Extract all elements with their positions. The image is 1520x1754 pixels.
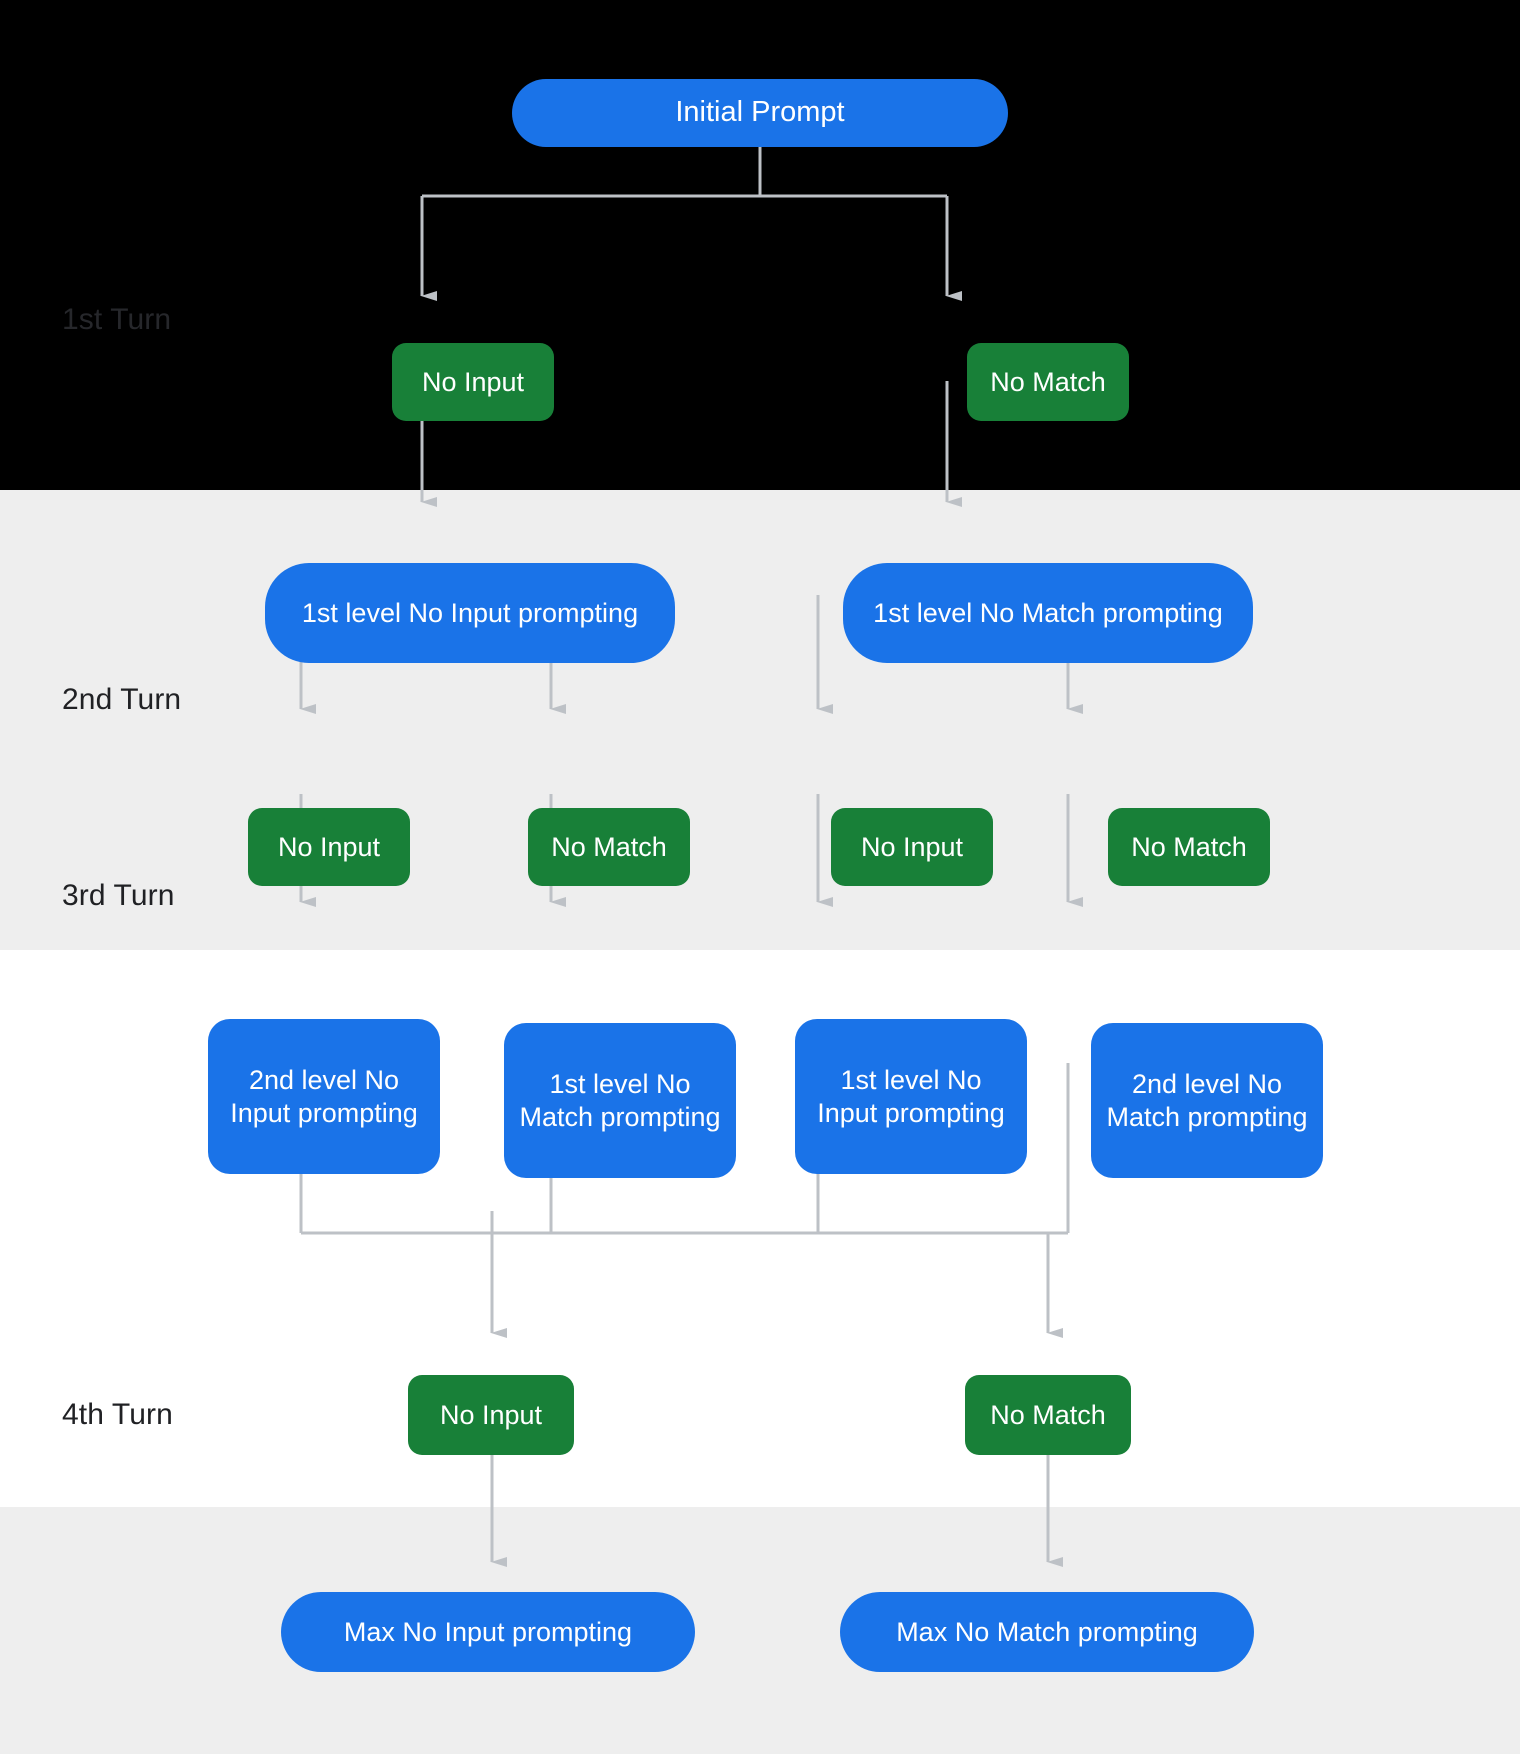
turn-label-1st: 1st Turn [62,303,172,336]
node-2nd-level-no-input-prompting[interactable]: 2nd level No Input prompting [208,1019,440,1174]
node-turn1-no-match[interactable]: No Match [967,343,1129,421]
node-initial-prompt[interactable]: Initial Prompt [512,79,1008,147]
node-max-no-match-prompting[interactable]: Max No Match prompting [840,1592,1254,1672]
turn-label-4th: 4th Turn [62,1398,173,1431]
band-4th-turn [0,1507,1520,1754]
node-turn2-no-match-left[interactable]: No Match [528,808,690,886]
node-1st-level-no-input-prompting[interactable]: 1st level No Input prompting [265,563,675,663]
node-2nd-level-no-match-prompting[interactable]: 2nd level No Match prompting [1091,1023,1323,1178]
node-turn3-no-input[interactable]: No Input [408,1375,574,1455]
band-1st-turn [0,0,1520,490]
turn-label-2nd: 2nd Turn [62,683,182,716]
node-turn2-no-match-right[interactable]: No Match [1108,808,1270,886]
band-2nd-turn [0,490,1520,950]
node-1st-level-no-match-prompting-b[interactable]: 1st level No Match prompting [504,1023,736,1178]
turn-label-3rd: 3rd Turn [62,879,175,912]
node-max-no-input-prompting[interactable]: Max No Input prompting [281,1592,695,1672]
node-1st-level-no-match-prompting[interactable]: 1st level No Match prompting [843,563,1253,663]
node-1st-level-no-input-prompting-b[interactable]: 1st level No Input prompting [795,1019,1027,1174]
node-turn2-no-input-left[interactable]: No Input [248,808,410,886]
node-turn1-no-input[interactable]: No Input [392,343,554,421]
node-turn2-no-input-right[interactable]: No Input [831,808,993,886]
node-turn3-no-match[interactable]: No Match [965,1375,1131,1455]
